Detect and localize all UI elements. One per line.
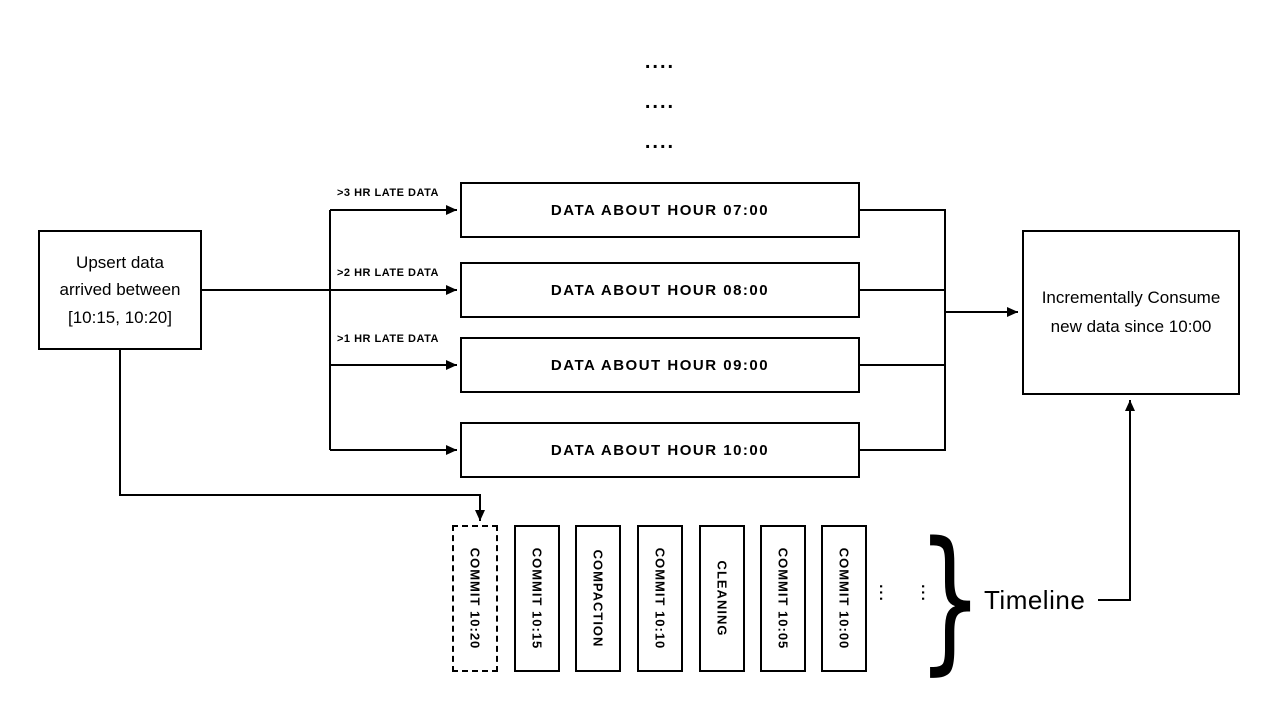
hour-box-0900: DATA ABOUT HOUR 09:00: [460, 337, 860, 393]
commit-box-1015: COMMIT 10:15: [514, 525, 560, 672]
continuation-dots-top: .... .... ....: [610, 42, 710, 162]
incremental-consume-box: Incrementally Consume new data since 10:…: [1022, 230, 1240, 395]
late-label-2hr: >2 HR LATE DATA: [337, 267, 439, 279]
commit-box-1005: COMMIT 10:05: [760, 525, 806, 672]
arrow-timeline-to-consumer: [1098, 400, 1135, 601]
late-label-3hr: >3 HR LATE DATA: [337, 187, 439, 199]
hour-box-0800: DATA ABOUT HOUR 08:00: [460, 262, 860, 318]
consume-box-line: Incrementally Consume: [1041, 287, 1221, 307]
upsert-data-box: Upsert data arrived between [10:15, 10:2…: [38, 230, 202, 350]
dots-row: ....: [644, 131, 676, 153]
consume-box-line: new data since 10:00: [1050, 316, 1212, 336]
commit-box-label: COMMIT 10:10: [652, 547, 668, 650]
hour-box-1000: DATA ABOUT HOUR 10:00: [460, 422, 860, 478]
compaction-box: COMPACTION: [575, 525, 621, 672]
cleaning-box: CLEANING: [699, 525, 745, 672]
timeline-brace-icon: }: [917, 508, 983, 690]
dots-row: ....: [644, 51, 676, 73]
commit-box-label: COMMIT 10:00: [836, 547, 852, 650]
commit-box-label: COMMIT 10:20: [467, 547, 483, 650]
upsert-box-line: arrived between: [59, 280, 181, 300]
hour-box-0700: DATA ABOUT HOUR 07:00: [460, 182, 860, 238]
late-label-1hr: >1 HR LATE DATA: [337, 333, 439, 345]
commit-box-label: COMMIT 10:15: [529, 547, 545, 650]
arrow-to-commit-1020: [119, 350, 485, 521]
commit-box-label: COMMIT 10:05: [775, 547, 791, 650]
hour-box-label: DATA ABOUT HOUR 08:00: [550, 281, 770, 299]
commit-box-1010: COMMIT 10:10: [637, 525, 683, 672]
hour-box-label: DATA ABOUT HOUR 10:00: [550, 441, 770, 459]
hour-box-label: DATA ABOUT HOUR 07:00: [550, 201, 770, 219]
timeline-ellipsis: ...: [875, 584, 893, 603]
dots-row: ....: [644, 91, 676, 113]
hour-box-label: DATA ABOUT HOUR 09:00: [550, 356, 770, 374]
commit-box-label: CLEANING: [714, 560, 730, 637]
upsert-box-line: [10:15, 10:20]: [68, 307, 172, 327]
timeline-label: Timeline: [984, 585, 1086, 615]
commit-box-1000: COMMIT 10:00: [821, 525, 867, 672]
upsert-box-line: Upsert data: [76, 253, 164, 273]
commit-box-1020: COMMIT 10:20: [452, 525, 498, 672]
commit-box-label: COMPACTION: [590, 549, 606, 648]
